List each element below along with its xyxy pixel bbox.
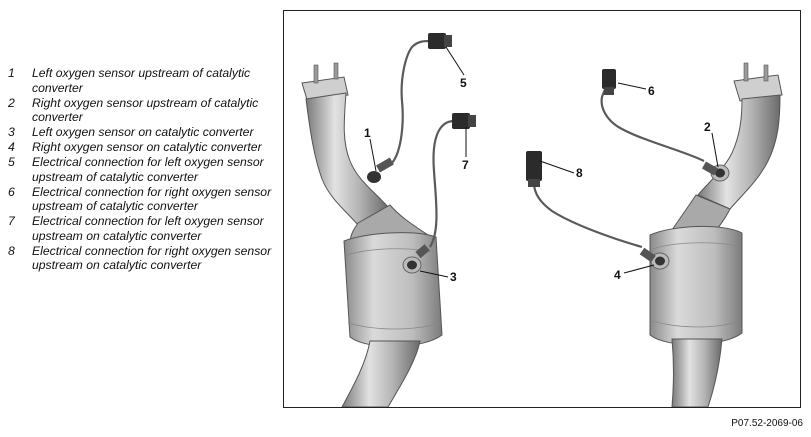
right-cat-sensor: [639, 247, 670, 270]
right-cat-cable: [532, 182, 643, 249]
callout-6: 6: [648, 84, 655, 98]
left-downpipe: [305, 92, 389, 226]
left-upstream-connector: [428, 33, 452, 49]
callout-5: 5: [460, 76, 467, 90]
left-outlet-pipe: [341, 340, 421, 407]
right-catalytic-converter: [649, 226, 743, 346]
right-cat-connector: [526, 151, 542, 187]
legend-item: 5 Electrical connection for left oxygen …: [8, 155, 278, 184]
callout-7: 7: [462, 158, 469, 172]
left-stud: [313, 64, 319, 84]
left-cat-cable: [429, 119, 455, 248]
left-cat-connector: [452, 113, 476, 129]
legend-item: 3 Left oxygen sensor on catalytic conver…: [8, 125, 278, 140]
left-stud: [333, 62, 339, 80]
legend-item: 6 Electrical connection for right oxygen…: [8, 185, 278, 214]
right-outlet-pipe: [671, 338, 723, 407]
right-upstream-sensor: [702, 161, 730, 182]
left-cat-sensor: [402, 244, 430, 274]
legend-number: 8: [8, 243, 15, 258]
callout-3: 3: [450, 270, 457, 284]
right-stud: [763, 64, 769, 82]
legend: 1 Left oxygen sensor upstream of catalyt…: [8, 66, 278, 273]
legend-item: 2 Right oxygen sensor upstream of cataly…: [8, 96, 278, 125]
right-flange: [733, 74, 783, 102]
legend-text: Electrical connection for right oxygen s…: [32, 243, 272, 273]
legend-item: 7 Electrical connection for left oxygen …: [8, 214, 278, 243]
legend-text: Left oxygen sensor on catalytic converte…: [32, 125, 254, 140]
callout-1: 1: [364, 126, 371, 140]
callout-2: 2: [704, 120, 711, 134]
left-upstream-sensor: [367, 157, 394, 183]
right-upstream-connector: [602, 69, 616, 95]
callout-8: 8: [576, 166, 583, 180]
legend-text: Right oxygen sensor upstream of catalyti…: [32, 95, 259, 125]
legend-number: 3: [8, 125, 15, 140]
figure-id: P07.52-2069-06: [731, 418, 803, 429]
legend-text: Right oxygen sensor on catalytic convert…: [32, 140, 262, 155]
legend-text: Electrical connection for left oxygen se…: [32, 155, 264, 184]
legend-item: 1 Left oxygen sensor upstream of catalyt…: [8, 66, 278, 95]
legend-number: 1: [8, 66, 15, 80]
right-downpipe: [697, 94, 781, 210]
exhaust-illustration: 1 2 3 4 5 6 7 8: [301, 33, 783, 407]
figure-panel: 1 2 3 4 5 6 7 8: [283, 10, 801, 408]
right-exhaust-assembly: [526, 62, 783, 407]
right-stud: [743, 62, 749, 82]
legend-number: 6: [8, 184, 15, 199]
legend-number: 2: [8, 95, 15, 110]
legend-text: Electrical connection for left oxygen se…: [32, 214, 264, 243]
legend-item: 8 Electrical connection for right oxygen…: [8, 244, 278, 273]
legend-number: 5: [8, 155, 15, 170]
callout-4: 4: [614, 268, 621, 282]
left-upstream-cable: [391, 39, 431, 164]
legend-number: 7: [8, 214, 15, 229]
legend-number: 4: [8, 140, 15, 155]
legend-item: 4 Right oxygen sensor on catalytic conve…: [8, 140, 278, 155]
legend-text: Electrical connection for right oxygen s…: [32, 184, 272, 214]
legend-text: Left oxygen sensor upstream of catalytic…: [32, 66, 251, 95]
left-exhaust-assembly: [301, 33, 476, 407]
leader-lines: [369, 46, 719, 278]
